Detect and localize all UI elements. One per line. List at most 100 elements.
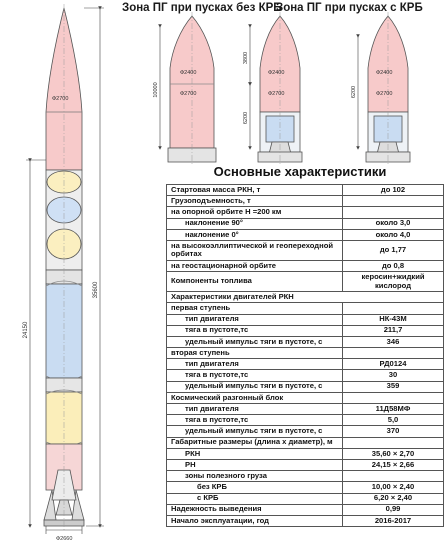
main-characteristics-title: Основные характеристики [213,164,387,179]
base-length-label: 24150 [23,321,29,338]
row-value: НК-43М [342,313,444,326]
row-label: с КРБ [166,492,343,505]
row-value: 359 [342,380,444,393]
row-value: до 102 [342,183,444,197]
row-label: Габаритные размеры (длина х диаметр), м [166,436,343,449]
header-zone-with-krb: Зона ПГ при пусках с КРБ [276,2,423,14]
row-label: на опорной орбите Н =200 км [166,206,343,219]
row-label: тяга в пустоте,тс [166,414,343,427]
row-value [342,302,444,315]
row-value: 370 [342,425,444,438]
row-label: удельный импульс тяги в пустоте, с [166,425,343,438]
overall-length-label: 35600 [93,281,99,298]
row-value: керосин+жидкий кислород [342,271,444,293]
row-label: вторая ступень [166,347,343,360]
row-value [342,436,444,449]
fairing-height-label: 6200 [243,112,249,124]
row-value: 2016-2017 [342,514,444,528]
row-value: до 0,8 [342,259,444,273]
row-value: 6,20 × 2,40 [342,492,444,505]
diameter-label-2700: Ф2700 [268,91,284,97]
row-value [342,206,444,219]
row-label: Характеристики двигателей РКН [166,291,444,304]
fairing-length-label: 6200 [351,86,357,98]
row-value: 5,0 [342,414,444,427]
fairing-without-upper-stage [167,12,217,164]
row-label: Компоненты топлива [166,271,343,293]
table-row: Характеристики двигателей РКН [166,291,444,304]
row-label: Надежность выведения [166,503,343,516]
fairing-with-upper-stage-b [365,12,411,164]
row-value: 35,60 × 2,70 [342,447,444,460]
diameter-label-2700: Ф2700 [180,91,196,97]
row-label: Грузоподъемность, т [166,195,343,208]
row-label: тяга в пустоте,тс [166,369,343,382]
row-label: наклонение 90° [166,217,343,230]
table-row: наклонение 90°около 3,0 [166,217,444,230]
row-value: 346 [342,335,444,349]
row-label: тип двигателя [166,313,343,326]
rocket-side-view [43,4,85,532]
table-row: Габаритные размеры (длина х диаметр), м [166,436,444,449]
row-label: Начало эксплуатации, год [166,514,343,528]
row-value [342,470,444,483]
row-label: зоны полезного груза [166,470,343,483]
base-diameter-dimension [45,526,83,534]
row-value [342,347,444,360]
row-label: Стартовая масса РКН, т [166,183,343,197]
row-value: 24,15 × 2,66 [342,458,444,472]
base-diameter-label: Ф2660 [56,536,72,542]
row-label: на высокоэллиптической и геопереходной о… [166,239,343,261]
row-value: 0,99 [342,503,444,516]
table-row: на высокоэллиптической и геопереходной о… [166,239,444,261]
table-row: наклонение 0°около 4,0 [166,228,444,241]
row-value: 11Д58МФ [342,402,444,416]
row-label: первая ступень [166,302,343,315]
row-value [342,195,444,208]
row-value: 30 [342,369,444,382]
table-row: Космический разгонный блок [166,391,444,405]
table-row: вторая ступень [166,347,444,360]
row-value: до 1,77 [342,239,444,261]
row-value: 211,7 [342,324,444,337]
diameter-label-2400: Ф2400 [268,70,284,76]
diameter-label-2700: Ф2700 [376,91,392,97]
table-row: на опорной орбите Н =200 км [166,206,444,219]
base-length-dimension [26,158,46,528]
row-value: 10,00 × 2,40 [342,481,444,494]
row-value: РД0124 [342,358,444,371]
table-row: зоны полезного груза [166,470,444,483]
row-label: тип двигателя [166,402,343,416]
table-row: Грузоподъемность, т [166,195,444,208]
row-value: около 4,0 [342,228,444,241]
diameter-label-2400: Ф2400 [376,70,392,76]
diameter-label-2400: Ф2400 [180,70,196,76]
row-label: тяга в пустоте,тс [166,324,343,337]
row-label: наклонение 0° [166,228,343,241]
row-label: удельный импульс тяги в пустоте, с [166,380,343,393]
row-value: около 3,0 [342,217,444,230]
row-value [342,391,444,405]
row-label: на геостационарной орбите [166,259,343,273]
row-label: без КРБ [166,481,343,494]
overall-length-dimension [84,6,104,528]
row-label: удельный импульс тяги в пустоте, с [166,335,343,349]
row-label: РН [166,458,343,472]
